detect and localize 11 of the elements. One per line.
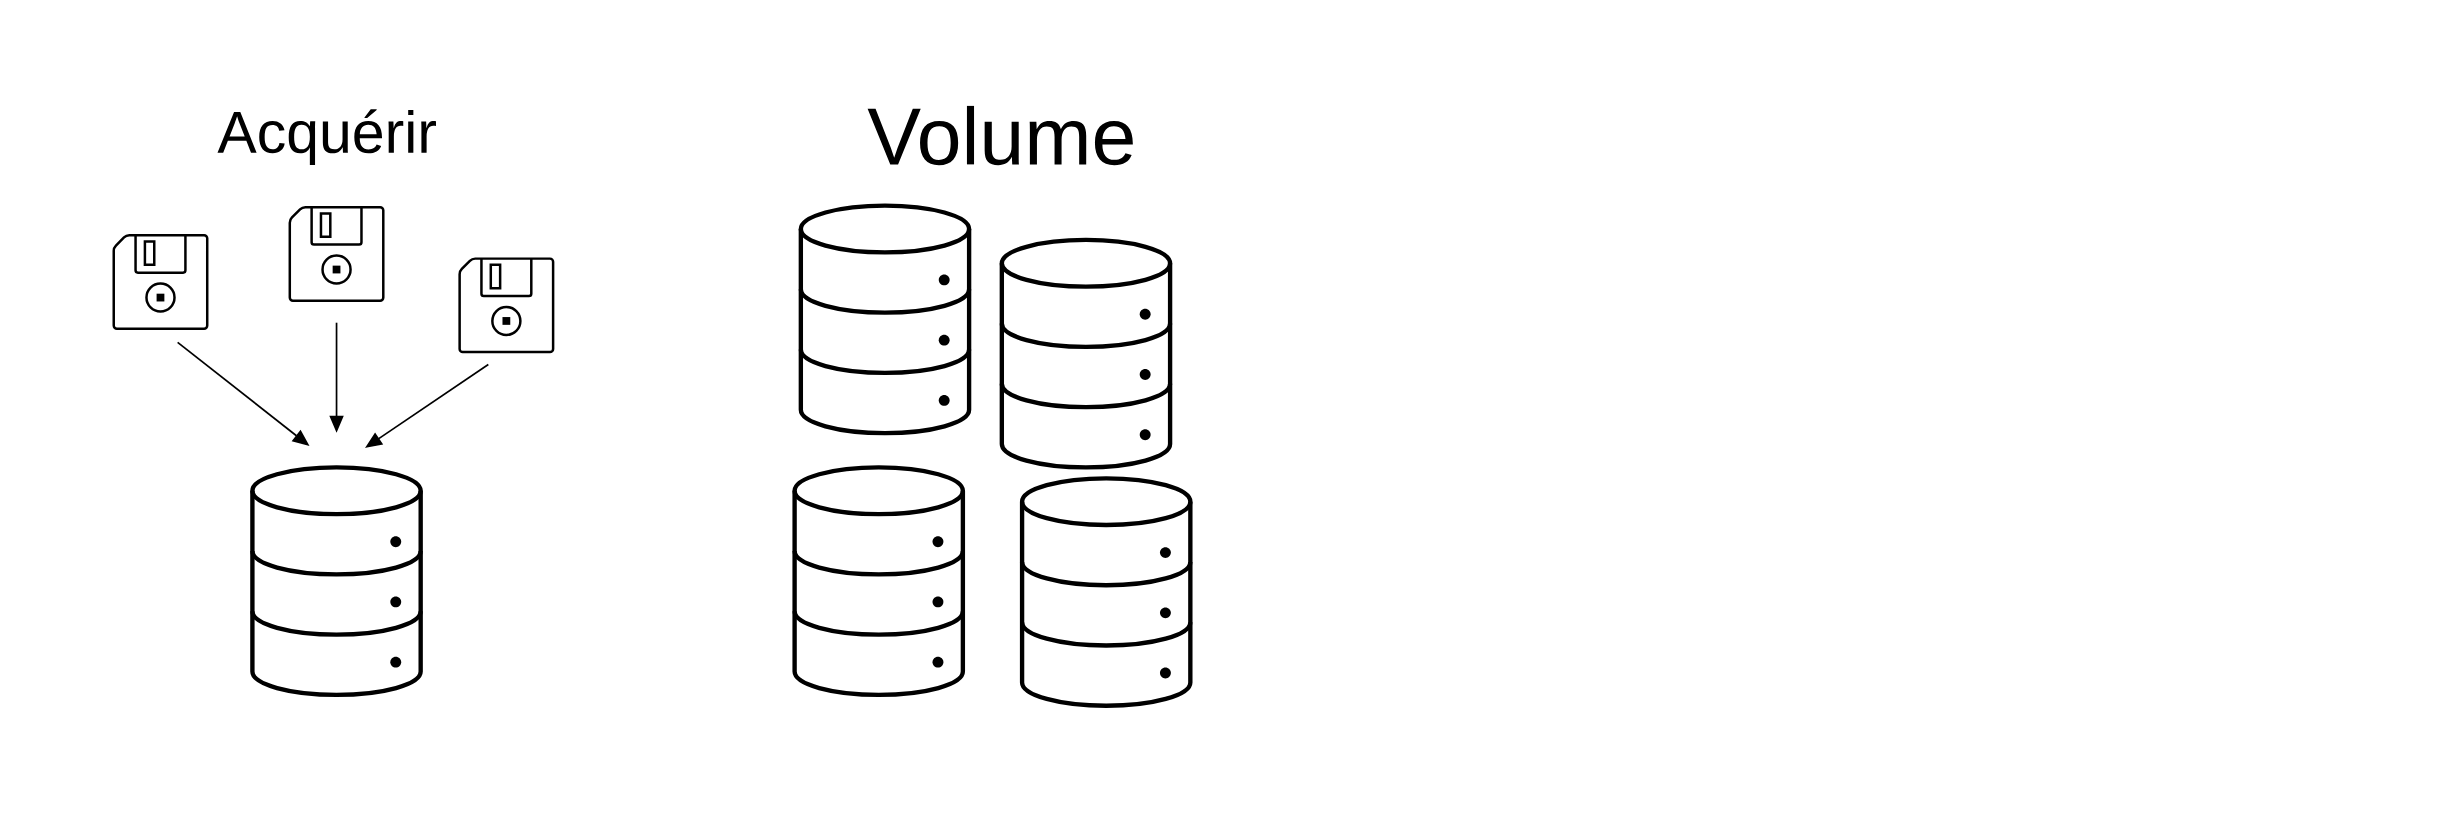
floppy-disk-icon <box>288 205 385 302</box>
heading: Acquérir <box>217 109 436 165</box>
database-cylinder <box>999 237 1173 470</box>
heading: Volume <box>867 105 1133 165</box>
database-cylinder <box>798 203 972 436</box>
floppy-disk-icon <box>112 233 209 330</box>
database-cylinder <box>250 465 423 697</box>
database-cylinder <box>1019 475 1193 708</box>
floppy-disk-icon <box>458 257 555 354</box>
database-cylinder <box>792 465 966 697</box>
arrow <box>365 363 490 448</box>
